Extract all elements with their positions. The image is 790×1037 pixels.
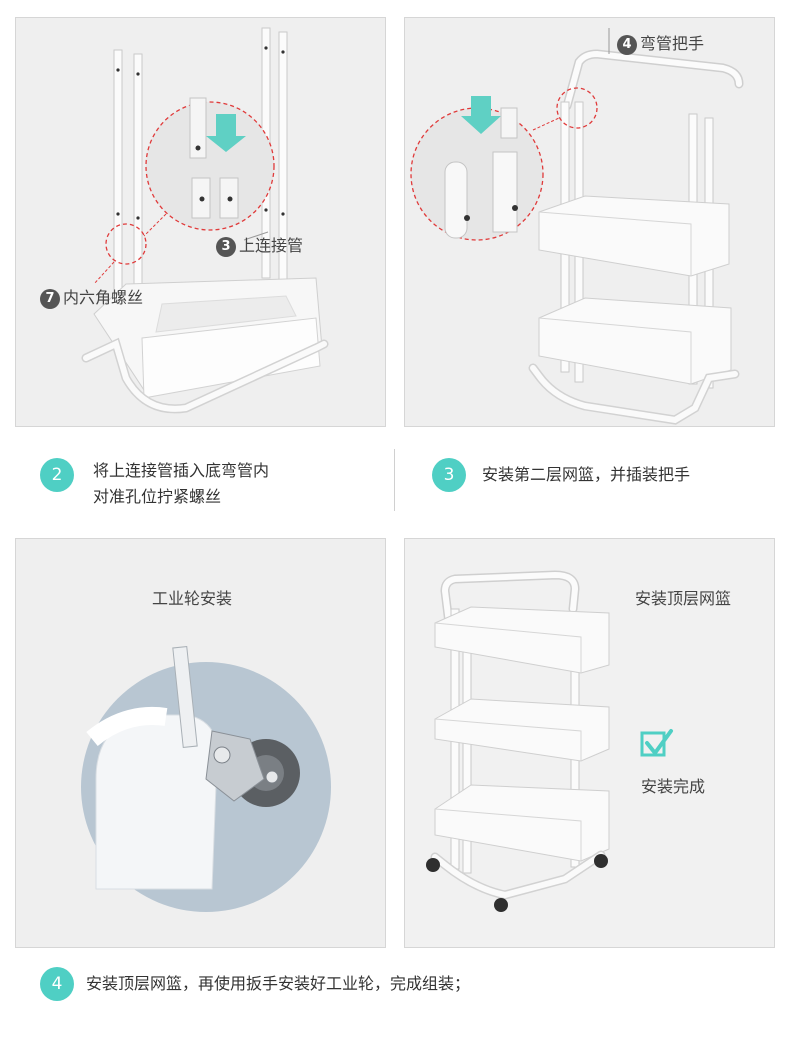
step-number-badge: 2 [40,458,74,492]
step-instruction: 安装第二层网篮，并插装把手 [482,465,691,484]
panel-title: 工业轮安装 [152,589,233,608]
caster-closeup-illustration [81,645,331,912]
callout-text: 弯管把手 [640,34,705,53]
step-instruction: 安装顶层网篮，再使用扳手安装好工业轮，完成组装； [86,974,471,993]
callout-number: 4 [617,34,637,55]
step-line: 对准孔位拧紧螺丝 [93,487,222,506]
panel-title: 安装顶层网篮 [635,589,732,608]
completion-label: 安装完成 [641,777,706,796]
step-number-badge: 4 [40,967,74,1001]
checkmark-icon [642,731,672,757]
callout-number: 3 [216,236,236,257]
callout-text: 内六角螺丝 [63,288,144,307]
step-number-badge: 3 [432,458,466,492]
finished-cart-illustration [426,570,673,912]
step-line: 将上连接管插入底弯管内 [93,461,270,480]
callout-text: 上连接管 [239,236,304,255]
step-2-caption: 2 将上连接管插入底弯管内 对准孔位拧紧螺丝 [40,458,269,510]
callout-number: 7 [40,288,60,309]
cart-base-illustration [81,27,329,414]
cart-two-tier-illustration [410,28,744,425]
step-instruction: 将上连接管插入底弯管内 对准孔位拧紧螺丝 [93,458,269,510]
caster-installation-image: 工业轮安装 [15,538,386,948]
step-4-caption: 4 安装顶层网篮，再使用扳手安装好工业轮，完成组装； [40,967,470,1001]
caption-divider [394,449,395,511]
step-3-caption: 3 安装第二层网篮，并插装把手 [432,458,690,492]
finished-cart-image: 安装顶层网篮 安装完成 [404,538,775,948]
